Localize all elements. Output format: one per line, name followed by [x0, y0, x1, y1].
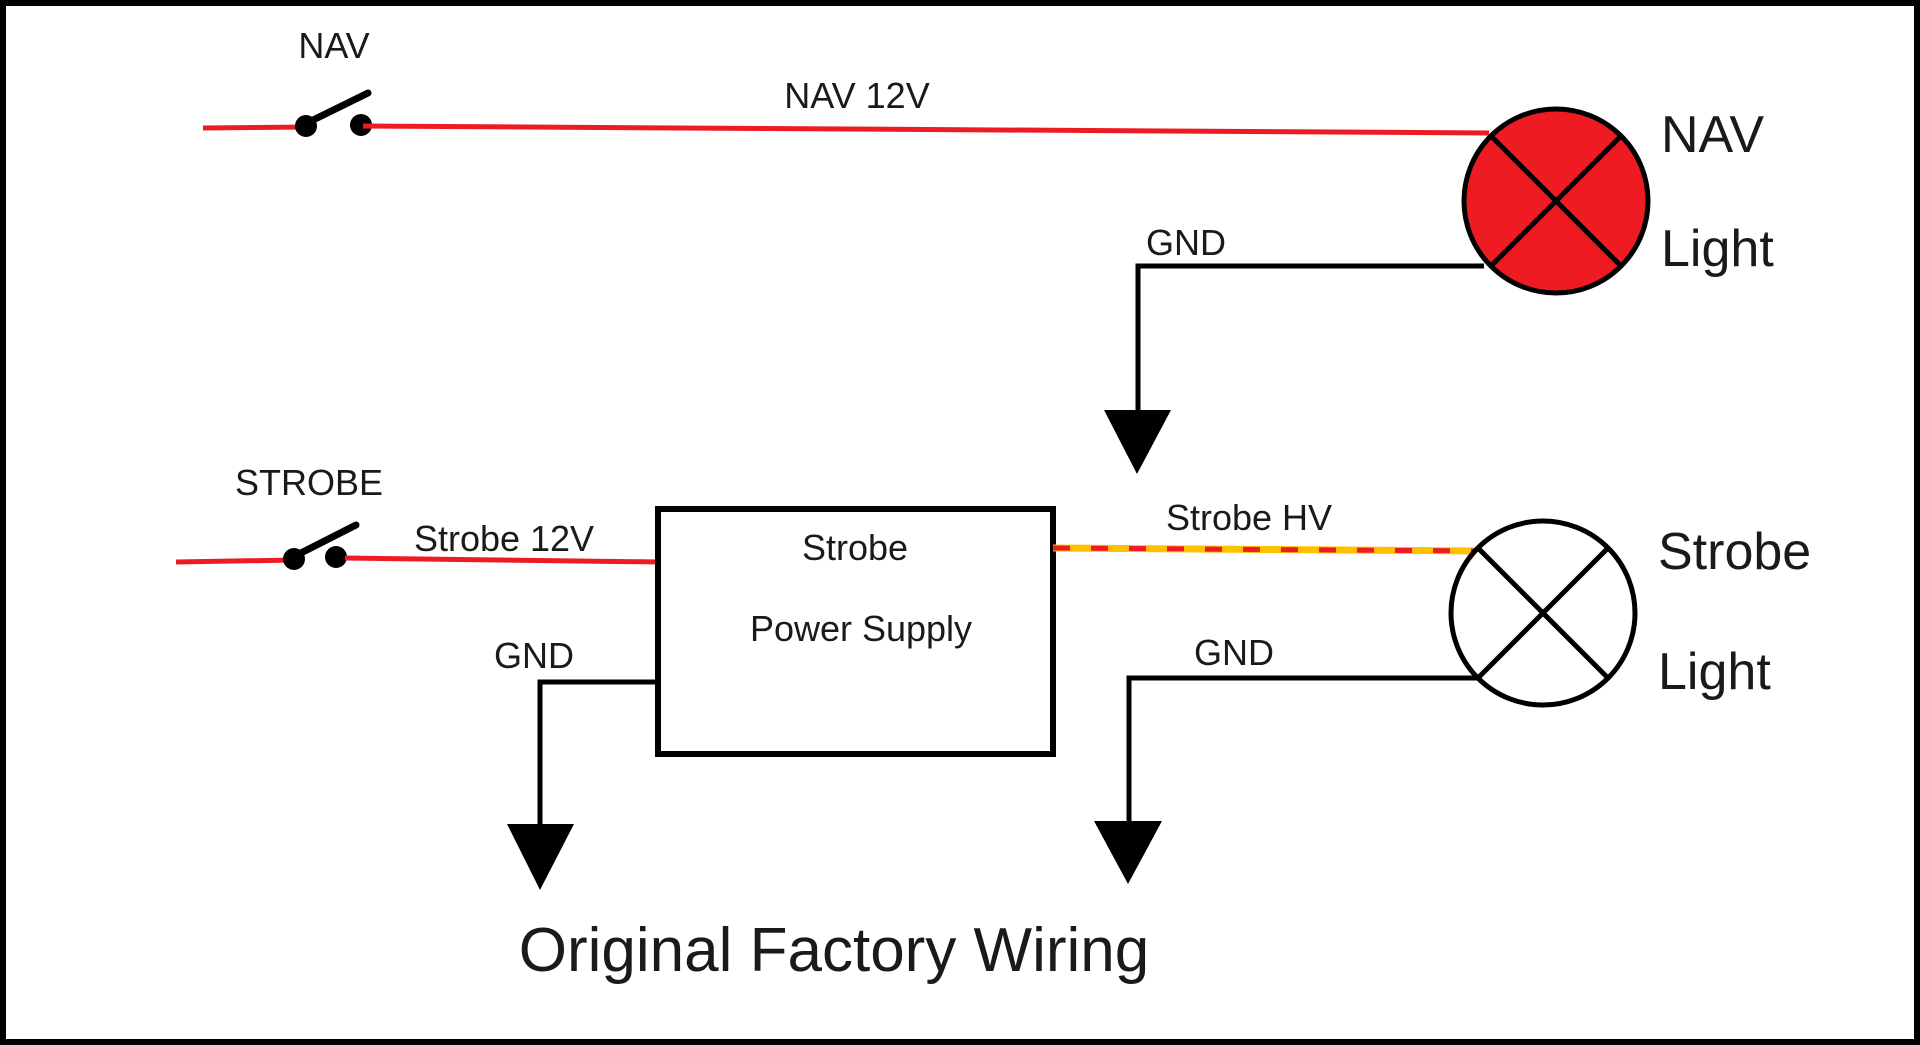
strobe-switch-contact-right — [325, 546, 347, 568]
nav-light-x-stroke-2 — [1489, 134, 1623, 268]
strobe-wire-supply-segment — [175, 557, 296, 565]
strobe-light-x-stroke-2 — [1476, 546, 1610, 680]
nav-switch-contact-right — [350, 114, 372, 136]
nav-12v-wire-label: NAV 12V — [784, 75, 930, 116]
power-supply-label-line1: Strobe — [801, 527, 909, 568]
nav-gnd-wire — [1135, 263, 1484, 412]
strobe-light-label-line1: Strobe — [1658, 523, 1812, 581]
strobe-light-gnd-label: GND — [1194, 632, 1274, 673]
strobe-light-gnd-arrow — [1094, 821, 1162, 884]
strobe-switch-label: STROBE — [234, 462, 384, 503]
strobe-switch-lever — [293, 521, 360, 559]
diagram-graphics — [175, 89, 1651, 890]
strobe-light-gnd-wire — [1126, 675, 1477, 823]
nav-gnd-label: GND — [1146, 222, 1226, 263]
nav-switch-lever — [305, 89, 372, 126]
strobe-12v-wire-label: Strobe 12V — [413, 518, 595, 559]
nav-wire-supply-segment — [202, 124, 308, 131]
nav-light-label-line1: NAV — [1661, 106, 1765, 164]
diagram-caption: Original Factory Wiring — [518, 916, 1150, 985]
strobe-light-label-line2: Light — [1658, 643, 1771, 701]
power-supply-label-line2: Power Supply — [749, 608, 973, 649]
supply-gnd-label: GND — [494, 635, 574, 676]
power-supply-box — [655, 506, 1056, 757]
nav-12v-wire — [362, 123, 1490, 136]
strobe-hv-wire-gold — [1052, 544, 1480, 555]
strobe-12v-wire — [344, 555, 661, 565]
nav-switch-label: NAV — [298, 25, 370, 66]
supply-gnd-arrow — [507, 824, 574, 890]
strobe-hv-wire-red-dashes — [1052, 545, 1480, 554]
nav-gnd-arrow — [1104, 410, 1171, 474]
nav-light-label-line2: Light — [1661, 220, 1774, 278]
strobe-hv-wire-label: Strobe HV — [1165, 497, 1333, 538]
supply-gnd-wire — [537, 679, 658, 826]
